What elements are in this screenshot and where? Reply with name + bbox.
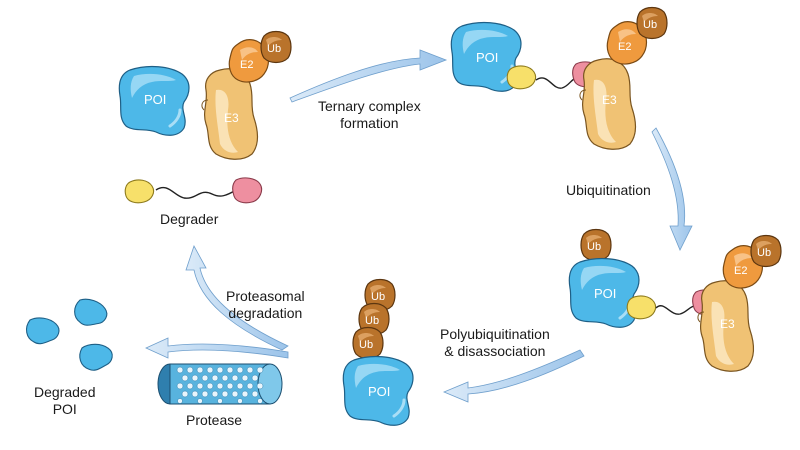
proteasomal-degradation-label: Proteasomal degradation	[226, 288, 305, 322]
svg-text:E2: E2	[618, 41, 631, 53]
e2-enzyme-free: E2	[228, 39, 270, 83]
ubiquitin-tag: Ub	[580, 228, 612, 262]
svg-text:Ub: Ub	[365, 315, 379, 327]
e2-label: E2	[240, 59, 253, 71]
degraded-label-line1: Degraded	[34, 384, 96, 400]
polyubiq-label-line1: Polyubiquitination	[440, 326, 550, 342]
polyubiquitinated-poi: Ub Ub Ub POI	[341, 278, 415, 427]
svg-text:E3: E3	[720, 317, 735, 331]
degraded-poi-fragments	[25, 296, 115, 373]
protease-label: Protease	[186, 412, 243, 428]
svg-text:Ub: Ub	[371, 291, 385, 303]
svg-text:Ub: Ub	[587, 241, 601, 253]
poi-protein-ubiquitinated: POI	[567, 257, 641, 329]
svg-text:E3: E3	[602, 93, 617, 107]
svg-text:Ub: Ub	[359, 339, 373, 351]
ubiquitin-chain-3: Ub	[352, 326, 384, 360]
proteasomal-label-line1: Proteasomal	[226, 288, 305, 304]
ternary-label-line1: Ternary complex	[318, 98, 421, 114]
svg-text:E2: E2	[734, 265, 747, 277]
svg-text:Ub: Ub	[643, 19, 657, 31]
poi-protein-free: POI	[117, 65, 191, 137]
e3-ligase-free: E3	[201, 68, 259, 160]
poi-protein-bound: POI	[449, 21, 523, 93]
polyubiq-label-line2: & disassociation	[444, 343, 546, 359]
svg-text:Ub: Ub	[757, 247, 771, 259]
svg-text:POI: POI	[594, 286, 616, 301]
ternary-label-line2: formation	[340, 115, 399, 131]
ternary-complex: POI E3 E2 Ub	[449, 6, 668, 150]
e3-ligase-bound: E3	[579, 58, 637, 150]
polyubiquitination-label: Polyubiquitination & disassociation	[440, 326, 550, 360]
e3-label: E3	[224, 111, 239, 125]
arrow-ubiquitination	[651, 127, 693, 251]
e2-enzyme-ubiq: E2	[722, 245, 764, 289]
protease-barrel	[157, 363, 283, 405]
degrader-molecule	[124, 177, 263, 204]
ternary-complex-label: Ternary complex formation	[318, 98, 421, 132]
poi-label: POI	[144, 92, 166, 107]
degraded-label-line2: POI	[52, 401, 77, 417]
ubiquitin-on-e2: Ub	[750, 234, 782, 268]
arrow-ternary-formation	[289, 49, 448, 103]
svg-text:POI: POI	[476, 50, 498, 65]
arrow-to-degraded-poi	[145, 337, 289, 359]
e2-enzyme-bound: E2	[606, 21, 648, 65]
ubiquitin-chain-1: Ub	[364, 278, 396, 312]
ubiquitinated-complex: Ub POI E3 E2 Ub	[567, 228, 782, 372]
degrader-label: Degrader	[160, 211, 219, 227]
arrow-recycle-degrader	[185, 245, 289, 351]
ubiquitin-bound: Ub	[636, 6, 668, 40]
e3-ligase-ubiq: E3	[697, 280, 755, 372]
ubiquitination-label: Ubiquitination	[566, 182, 651, 198]
proteasomal-label-line2: degradation	[228, 305, 303, 321]
arrow-polyubiquitination	[442, 349, 585, 403]
poi-protein-tagged: POI	[341, 355, 415, 427]
degraded-poi-label: Degraded POI	[34, 384, 96, 418]
ubiquitin-free: Ub	[260, 30, 292, 64]
ubiquitin-chain-2: Ub	[358, 302, 390, 336]
svg-text:POI: POI	[368, 384, 390, 399]
ub-label: Ub	[267, 43, 281, 55]
